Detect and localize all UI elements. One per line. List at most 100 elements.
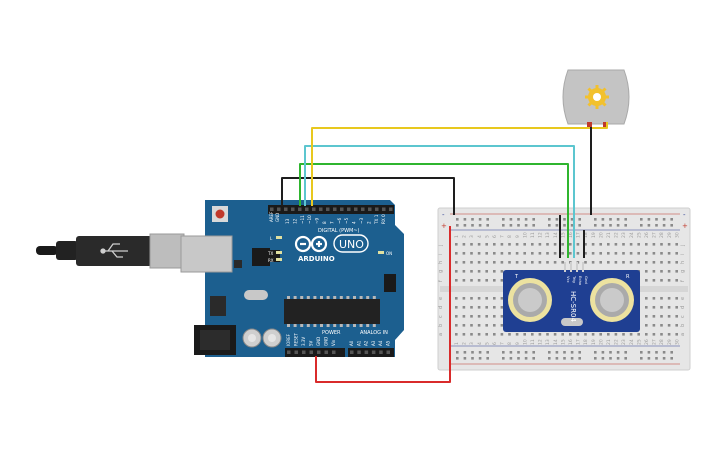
breadboard-hole[interactable] — [645, 324, 648, 327]
breadboard-hole[interactable] — [561, 333, 564, 336]
breadboard-hole[interactable] — [470, 333, 473, 336]
breadboard-hole[interactable] — [667, 306, 671, 309]
breadboard-hole[interactable] — [538, 261, 542, 264]
breadboard-hole[interactable] — [531, 243, 534, 246]
breadboard-hole[interactable] — [660, 270, 663, 273]
rail-hole[interactable] — [578, 351, 581, 354]
rail-hole[interactable] — [647, 357, 651, 360]
breadboard-hole[interactable] — [652, 252, 656, 255]
breadboard-hole[interactable] — [652, 279, 656, 282]
rail-hole[interactable] — [471, 218, 474, 221]
breadboard-hole[interactable] — [485, 333, 488, 336]
breadboard-hole[interactable] — [553, 261, 557, 264]
rail-hole[interactable] — [570, 351, 574, 354]
rail-hole[interactable] — [486, 357, 489, 360]
breadboard-hole[interactable] — [584, 243, 587, 246]
rail-hole[interactable] — [555, 224, 559, 227]
power-pin-hole[interactable] — [294, 350, 299, 355]
rail-hole[interactable] — [624, 357, 627, 360]
breadboard-hole[interactable] — [675, 261, 678, 264]
breadboard-hole[interactable] — [660, 252, 663, 255]
rail-hole[interactable] — [463, 224, 467, 227]
breadboard-hole[interactable] — [523, 333, 526, 336]
breadboard-hole[interactable] — [645, 306, 648, 309]
breadboard-hole[interactable] — [470, 270, 473, 273]
rail-hole[interactable] — [463, 218, 467, 221]
breadboard-hole[interactable] — [569, 252, 572, 255]
breadboard-hole[interactable] — [599, 243, 602, 246]
rail-hole[interactable] — [555, 357, 559, 360]
rail-hole[interactable] — [563, 357, 566, 360]
breadboard-hole[interactable] — [645, 270, 648, 273]
rail-hole[interactable] — [532, 351, 535, 354]
rail-hole[interactable] — [640, 224, 643, 227]
breadboard-hole[interactable] — [523, 252, 526, 255]
breadboard-hole[interactable] — [485, 315, 488, 318]
breadboard-hole[interactable] — [485, 306, 488, 309]
breadboard-hole[interactable] — [667, 261, 671, 264]
rail-hole[interactable] — [555, 351, 559, 354]
rail-hole[interactable] — [640, 218, 643, 221]
rail-hole[interactable] — [502, 218, 505, 221]
breadboard-hole[interactable] — [546, 333, 549, 336]
breadboard-hole[interactable] — [455, 261, 458, 264]
rail-hole[interactable] — [594, 351, 597, 354]
breadboard-hole[interactable] — [470, 324, 473, 327]
breadboard-hole[interactable] — [515, 252, 519, 255]
breadboard-hole[interactable] — [675, 243, 678, 246]
breadboard-hole[interactable] — [455, 333, 458, 336]
breadboard-hole[interactable] — [470, 252, 473, 255]
breadboard-hole[interactable] — [675, 270, 678, 273]
breadboard-hole[interactable] — [660, 279, 663, 282]
breadboard-hole[interactable] — [660, 315, 663, 318]
breadboard-hole[interactable] — [667, 315, 671, 318]
breadboard-hole[interactable] — [569, 243, 572, 246]
breadboard-hole[interactable] — [485, 324, 488, 327]
breadboard-hole[interactable] — [493, 315, 496, 318]
breadboard-hole[interactable] — [652, 261, 656, 264]
rail-hole[interactable] — [647, 224, 651, 227]
breadboard-hole[interactable] — [455, 297, 458, 300]
rail-hole[interactable] — [563, 218, 566, 221]
breadboard-hole[interactable] — [455, 243, 458, 246]
breadboard-hole[interactable] — [584, 261, 587, 264]
rail-hole[interactable] — [647, 351, 651, 354]
breadboard-hole[interactable] — [667, 297, 671, 300]
power-pin-hole[interactable] — [317, 350, 321, 355]
rail-hole[interactable] — [517, 224, 520, 227]
rail-hole[interactable] — [601, 351, 605, 354]
breadboard-hole[interactable] — [470, 315, 473, 318]
breadboard-hole[interactable] — [637, 261, 640, 264]
rail-hole[interactable] — [578, 224, 581, 227]
power-pin-hole[interactable] — [302, 350, 306, 355]
power-pin-hole[interactable] — [287, 350, 291, 355]
breadboard-hole[interactable] — [675, 306, 678, 309]
analog-pin-hole[interactable] — [350, 350, 354, 355]
breadboard-hole[interactable] — [675, 315, 678, 318]
rail-hole[interactable] — [662, 218, 666, 221]
breadboard-hole[interactable] — [652, 315, 656, 318]
breadboard-hole[interactable] — [470, 261, 473, 264]
digital-pin-hole[interactable] — [277, 207, 281, 212]
rail-hole[interactable] — [532, 218, 535, 221]
rail-hole[interactable] — [548, 351, 551, 354]
breadboard-hole[interactable] — [462, 306, 466, 309]
rail-hole[interactable] — [570, 218, 574, 221]
analog-pin-hole[interactable] — [379, 350, 383, 355]
analog-pin-hole[interactable] — [386, 350, 391, 355]
analog-pin-hole[interactable] — [357, 350, 361, 355]
rail-hole[interactable] — [609, 357, 612, 360]
breadboard-hole[interactable] — [629, 333, 633, 336]
breadboard-hole[interactable] — [652, 243, 656, 246]
breadboard-hole[interactable] — [607, 243, 610, 246]
breadboard-hole[interactable] — [455, 270, 458, 273]
breadboard-hole[interactable] — [591, 333, 595, 336]
breadboard-hole[interactable] — [523, 261, 526, 264]
breadboard-hole[interactable] — [455, 306, 458, 309]
digital-pin-hole[interactable] — [291, 207, 295, 212]
breadboard-hole[interactable] — [667, 279, 671, 282]
breadboard-hole[interactable] — [546, 261, 549, 264]
breadboard-hole[interactable] — [667, 270, 671, 273]
breadboard-hole[interactable] — [652, 324, 656, 327]
breadboard-hole[interactable] — [493, 270, 496, 273]
